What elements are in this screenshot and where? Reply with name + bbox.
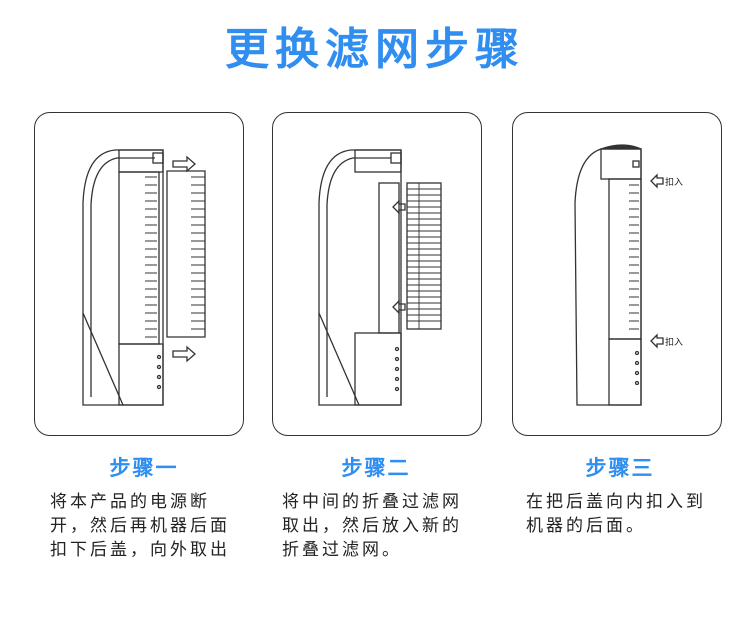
step-2-description: 将中间的折叠过滤网取出，然后放入新的折叠过滤网。: [282, 492, 462, 560]
step-1-illustration: [34, 112, 244, 436]
step-3-title: 步骤三: [585, 456, 655, 480]
callout-clip-in-bottom: 扣入: [665, 338, 684, 348]
step-1-description: 将本产品的电源断开，然后再机器后面扣下后盖，向外取出: [50, 492, 230, 560]
purifier-open-rear-icon: [82, 149, 206, 406]
step-2-title: 步骤二: [341, 456, 411, 480]
purifier-closed-icon: [574, 144, 664, 406]
callout-clip-in-top: 扣入: [665, 178, 684, 188]
page-title: 更换滤网步骤: [225, 24, 525, 75]
step-1-title: 步骤一: [109, 456, 179, 480]
step-2-illustration: [272, 112, 482, 436]
step-3-illustration: 扣入 扣入: [512, 112, 722, 436]
purifier-filter-out-icon: [318, 149, 442, 406]
step-3-description: 在把后盖向内扣入到机器的后面。: [526, 492, 706, 536]
